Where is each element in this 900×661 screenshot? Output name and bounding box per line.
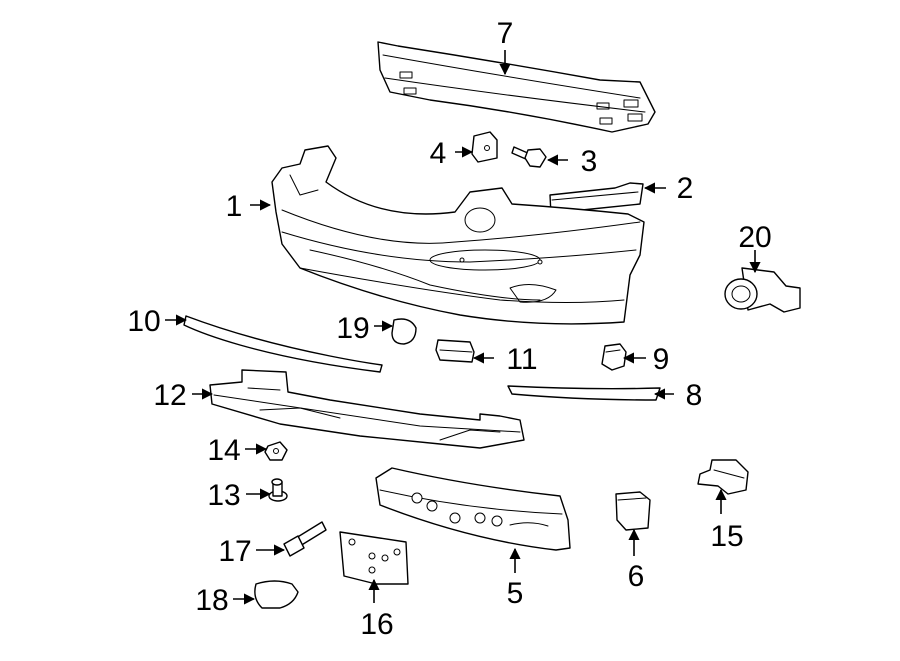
part-19-cap [391,318,417,345]
part-11-retainer [435,339,475,363]
callout-12: 12 [153,379,186,412]
callout-19: 19 [336,312,369,345]
part-18-cover [254,580,299,609]
callout-6: 6 [628,560,645,593]
callout-13: 13 [207,479,240,512]
callout-16: 16 [360,608,393,641]
callout-20: 20 [738,221,771,254]
callout-15: 15 [710,520,743,553]
part-16-plate-bracket [339,531,409,585]
part-20-parking-sensor [724,267,801,313]
part-12-deflector [209,369,525,449]
callout-18: 18 [195,584,228,617]
callout-7: 7 [497,17,514,50]
part-4-bracket [471,131,498,163]
callout-14: 14 [207,434,240,467]
callout-9: 9 [653,343,670,376]
callout-8: 8 [686,379,703,412]
part-5-lower-reinforcement [375,467,571,551]
part-1-bumper-cover [271,145,645,325]
callout-4: 4 [430,137,447,170]
part-3-bolt [511,146,547,168]
part-8-molding [507,385,661,401]
part-13-push-pin [268,478,288,502]
callout-3: 3 [581,145,598,178]
part-10-molding [183,315,383,373]
callout-10: 10 [127,305,160,338]
part-14-nut [264,441,288,461]
part-9-clip [601,343,627,371]
callout-2: 2 [677,172,694,205]
part-15-sensor-bracket [697,459,749,495]
callout-1: 1 [226,190,243,223]
part-7-reinforcement-bar [377,41,656,133]
callout-17: 17 [218,535,251,568]
callout-11: 11 [506,343,537,376]
leader-lines [165,50,761,605]
part-6-bracket [615,491,651,531]
part-17-bolt [283,521,327,557]
callout-5: 5 [507,577,524,610]
callout-labels: 7 4 3 2 1 20 10 19 11 9 8 12 14 13 17 18… [127,17,771,641]
